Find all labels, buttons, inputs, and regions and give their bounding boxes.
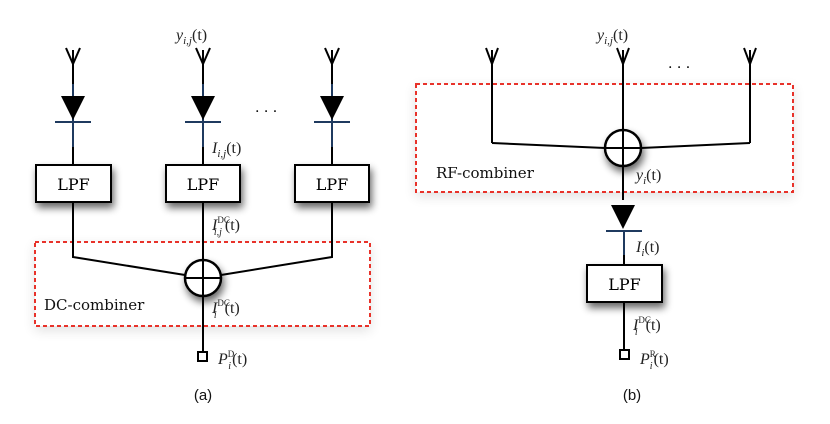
antenna-icon <box>743 47 757 143</box>
branch-2: LPF <box>165 47 241 352</box>
lpf-box: LPF <box>35 164 112 203</box>
diode-output-label: Ii(t) <box>635 239 660 259</box>
combiner-output-label: yi(t) <box>634 167 661 187</box>
svg-text:LPF: LPF <box>57 175 90 194</box>
svg-text:LPF: LPF <box>608 275 641 294</box>
antenna-icon <box>195 47 211 84</box>
summer-icon <box>183 258 223 298</box>
antenna-icon <box>65 47 81 84</box>
panel-a: DC-combiner LPF <box>34 27 371 404</box>
diode-icon <box>61 96 85 120</box>
svg-text:LPF: LPF <box>187 175 220 194</box>
antenna-icon <box>485 47 499 143</box>
summer-icon <box>603 128 643 168</box>
diode-output-label: Ii,j(t) <box>211 140 241 160</box>
lpf-box: LPF <box>586 264 663 303</box>
lpf-box: LPF <box>294 164 370 203</box>
svg-text:LPF: LPF <box>316 175 349 194</box>
rf-combiner-region <box>415 83 794 193</box>
lpf-box: LPF <box>165 164 241 203</box>
input-label: yi,j(t) <box>595 27 628 47</box>
ellipsis: . . . <box>668 56 690 72</box>
caption-a: (a) <box>194 387 212 404</box>
branch-1: LPF <box>35 47 186 276</box>
panel-b: RF-combiner <box>415 27 794 404</box>
input-label: yi,j(t) <box>174 27 207 47</box>
rf-combiner-label: RF-combiner <box>436 164 535 182</box>
diode-icon <box>320 96 344 120</box>
output-terminal <box>619 349 630 360</box>
antenna-icon <box>324 47 340 84</box>
caption-b: (b) <box>623 387 641 404</box>
diode-icon <box>191 96 215 120</box>
branch-3: LPF <box>220 47 370 276</box>
ellipsis: . . . <box>255 100 277 116</box>
dc-combiner-label: DC-combiner <box>44 296 145 314</box>
output-terminal <box>197 351 208 362</box>
antenna-icon <box>616 47 630 130</box>
diode-icon <box>611 205 635 229</box>
